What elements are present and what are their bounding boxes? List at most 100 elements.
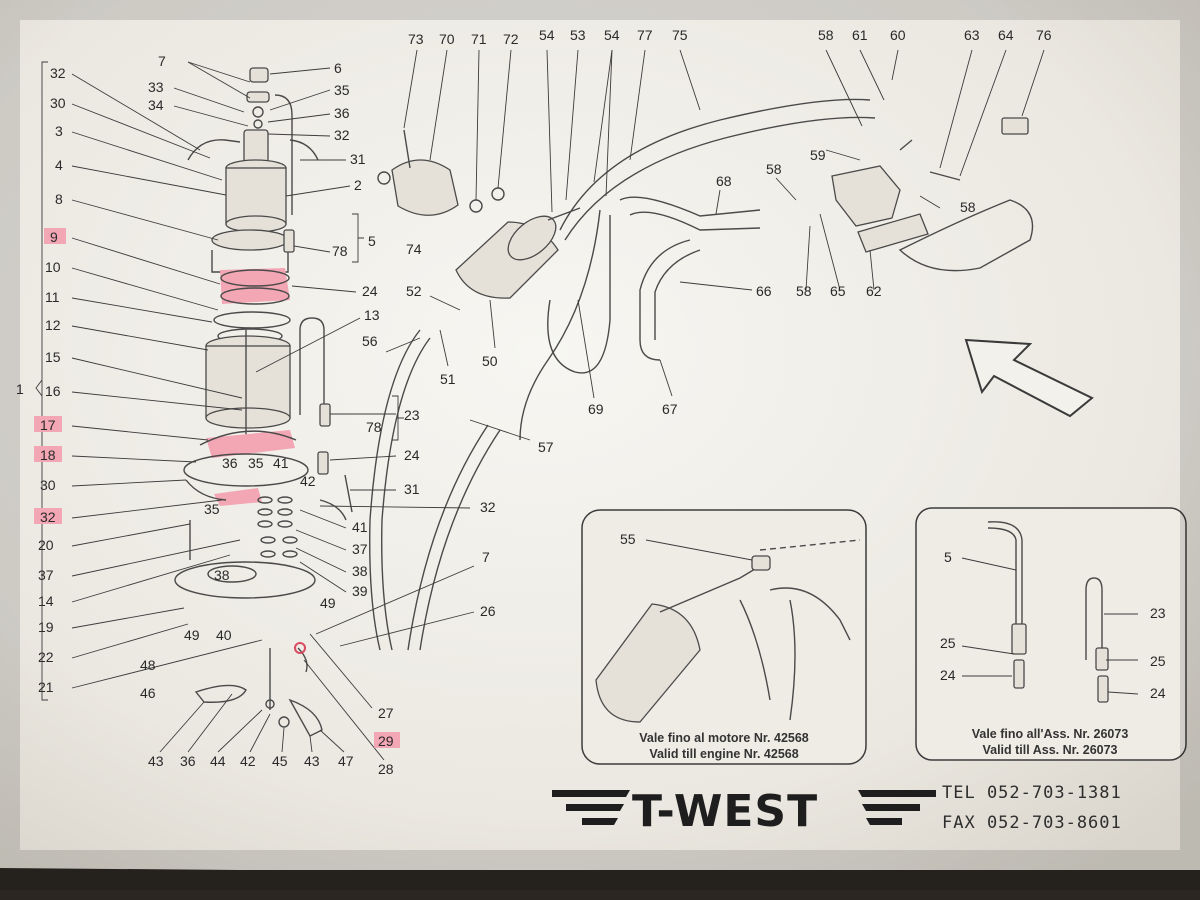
callout-up-9: 78 (332, 243, 348, 259)
callout-left-15: 20 (38, 537, 54, 553)
callout-left-9: 15 (45, 349, 61, 365)
callout-left-0: 32 (50, 65, 66, 81)
callout-left-4: 8 (55, 191, 63, 207)
inset-right-callout-4: 24 (940, 667, 956, 683)
callout-in-5: 38 (214, 567, 230, 583)
callout-r-8: 69 (588, 401, 604, 417)
callout-c-12: 37 (352, 541, 368, 557)
callout-top-8: 75 (672, 27, 688, 43)
callout-up-3: 35 (334, 82, 350, 98)
callout-top-11: 60 (890, 27, 906, 43)
callout-left-5-highlighted: 9 (50, 229, 58, 245)
callout-r-6: 65 (830, 283, 846, 299)
photo-vignette (0, 0, 1200, 870)
contact-tel: TEL 052-703-1381 (942, 783, 1122, 803)
callout-b-5: 43 (304, 753, 320, 769)
callout-top-12: 63 (964, 27, 980, 43)
callout-r-9: 67 (662, 401, 678, 417)
callout-in-2: 41 (273, 455, 289, 471)
callout-c-9: 31 (404, 481, 420, 497)
callout-in-1: 35 (248, 455, 264, 471)
callout-c-13: 38 (352, 563, 368, 579)
callout-top-1: 70 (439, 31, 455, 47)
inset-left-note-italian: Vale fino al motore Nr. 42568 (639, 731, 809, 745)
fuel-filter-and-lines (369, 98, 1094, 651)
inset-right-callout-3: 25 (1150, 653, 1166, 669)
callout-left-12-highlighted: 18 (40, 447, 56, 463)
callout-up-5: 36 (334, 105, 350, 121)
left-column-labels: 32 30 3 4 8 9 10 11 12 15 16 17 18 30 32… (16, 65, 66, 695)
direction-arrow (964, 338, 1094, 418)
callout-c-1: 52 (406, 283, 422, 299)
callout-left-11-highlighted: 17 (40, 417, 56, 433)
callout-in-9: 46 (140, 685, 156, 701)
callout-b-1: 36 (180, 753, 196, 769)
callout-left-16: 37 (38, 567, 54, 583)
callout-in-4: 35 (204, 501, 220, 517)
callout-in-0: 36 (222, 455, 238, 471)
callout-r-3: 58 (960, 199, 976, 215)
pump-inner-labels: 36 35 41 42 35 38 40 49 48 46 (140, 455, 316, 701)
bottom-labels: 43 36 44 42 45 43 47 (148, 693, 354, 769)
callout-r-5: 58 (796, 283, 812, 299)
callout-left-1: 30 (50, 95, 66, 111)
inset-left-note-english: Valid till engine Nr. 42568 (649, 747, 798, 761)
callout-up-6: 32 (334, 127, 350, 143)
inset-right-note-english: Valid till Ass. Nr. 26073 (982, 743, 1117, 757)
callout-c-0: 74 (406, 241, 422, 257)
inset-right-callout-5: 24 (1150, 685, 1166, 701)
callout-c-3: 51 (440, 371, 456, 387)
callout-in-6: 40 (216, 627, 232, 643)
callout-b-6: 47 (338, 753, 354, 769)
inset-left-callout: 55 (620, 531, 636, 547)
callout-left-18: 19 (38, 619, 54, 635)
inset-right-callout-2: 25 (940, 635, 956, 651)
callout-top-9: 58 (818, 27, 834, 43)
callout-c-20: 28 (378, 761, 394, 777)
callout-c-11: 41 (352, 519, 368, 535)
callout-up-12: 13 (364, 307, 380, 323)
center-labels: 74 52 56 51 50 57 23 78 24 31 32 41 37 3… (320, 241, 554, 777)
callout-top-13: 64 (998, 27, 1014, 43)
callout-c-14: 39 (352, 583, 368, 599)
callout-top-14: 76 (1036, 27, 1052, 43)
logo-wing-left (552, 790, 630, 825)
callout-r-2: 59 (810, 147, 826, 163)
callout-left-7: 11 (45, 289, 60, 305)
contact-fax: FAX 052-703-8601 (942, 813, 1122, 833)
callout-left-6: 10 (45, 259, 61, 275)
inset-right-callout-1: 23 (1150, 605, 1166, 621)
callout-up-10: 5 (368, 233, 376, 249)
callout-c-8: 24 (404, 447, 420, 463)
table-surface (0, 870, 1200, 900)
callout-top-10: 61 (852, 27, 868, 43)
callout-left-10: 16 (45, 383, 61, 399)
callout-left-20: 21 (38, 679, 54, 695)
callout-up-7: 31 (350, 151, 366, 167)
callout-top-2: 71 (471, 31, 487, 47)
callout-b-4: 45 (272, 753, 288, 769)
t-west-logo: T-WEST (552, 786, 936, 837)
callout-r-0: 68 (716, 173, 732, 189)
callout-left-19: 22 (38, 649, 54, 665)
callout-left-17: 14 (38, 593, 54, 609)
callout-left-3: 4 (55, 157, 63, 173)
callout-c-16: 7 (482, 549, 490, 565)
callout-up-8: 2 (354, 177, 362, 193)
callout-c-19-highlighted: 29 (378, 733, 394, 749)
callout-c-18: 27 (378, 705, 394, 721)
fuel-pump-assembly (35, 61, 353, 737)
inset-right-note-italian: Vale fino all'Ass. Nr. 26073 (972, 727, 1129, 741)
callout-r-7: 62 (866, 283, 882, 299)
callout-in-3: 42 (300, 473, 316, 489)
callout-top-6: 54 (604, 27, 620, 43)
logo-wing-right (858, 790, 936, 825)
callout-top-5: 53 (570, 27, 586, 43)
callout-b-3: 42 (240, 753, 256, 769)
callout-top-3: 72 (503, 31, 519, 47)
callout-top-7: 77 (637, 27, 653, 43)
callout-left-2: 3 (55, 123, 63, 139)
callout-c-5: 57 (538, 439, 554, 455)
callout-assembly-group: 1 (16, 381, 24, 397)
